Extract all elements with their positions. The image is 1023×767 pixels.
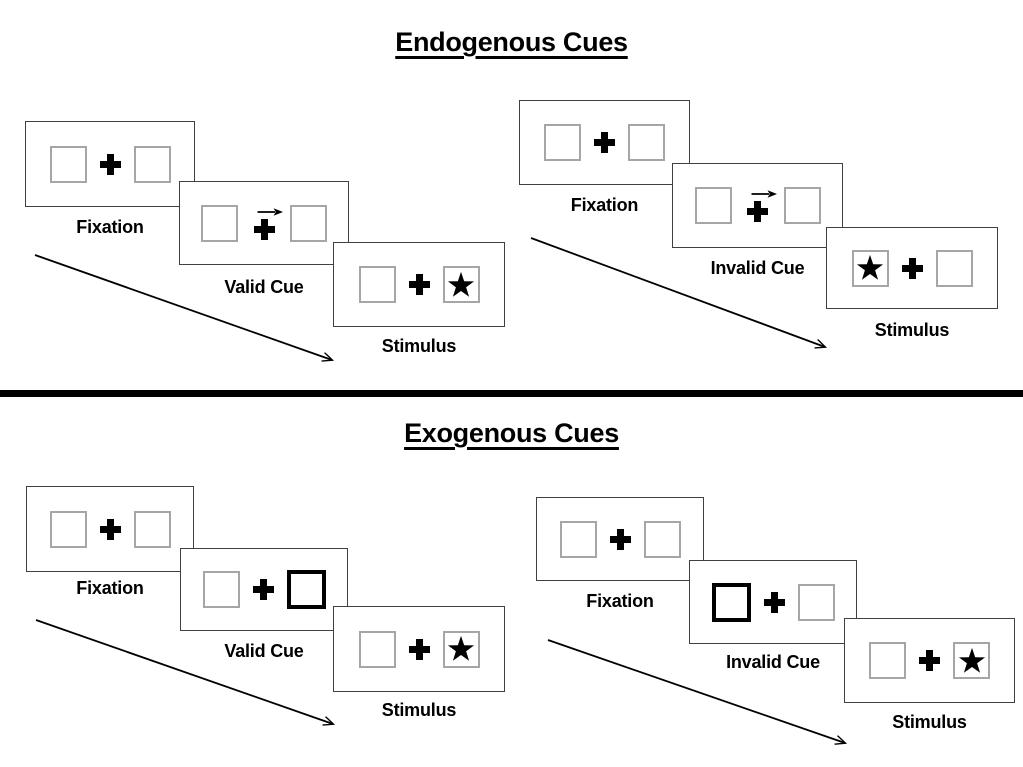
star-icon [447,635,475,661]
panel-label: Valid Cue [224,641,304,661]
right-placeholder-box [290,204,327,242]
left-placeholder-box [358,630,396,668]
left-placeholder-box [358,266,396,303]
fixation-cross-icon [609,528,631,550]
fixation-cross-icon [253,218,275,240]
left-placeholder-box [202,571,240,608]
stimulus-panel [826,227,998,309]
left-placeholder-box [869,642,906,679]
right-placeholder-box [133,510,171,548]
cue-panel [672,163,843,248]
panel-label: Fixation [76,578,144,598]
right-arrow-icon [751,190,777,198]
fixation-cross-icon [747,201,768,222]
panel-label: Invalid Cue [710,258,805,278]
cue-panel [180,548,348,631]
right-target-box [442,630,480,668]
section-title-exogenous: Exogenous Cues [404,418,619,448]
panel-label: Stimulus [892,712,967,732]
stimulus-panel [333,242,505,327]
fixation-panel [519,100,690,185]
star-icon [958,647,985,673]
right-placeholder-box [935,249,973,287]
fixation-cross-icon [919,650,940,671]
fixation-panel [25,121,195,207]
fixation-cross-icon [99,153,121,175]
sequence-arrow-endogenous-invalid [530,237,825,347]
star-icon [856,254,884,280]
fixation-panel [536,497,704,581]
right-placeholder-box [797,583,835,621]
stimulus-panel [844,618,1015,703]
fixation-cross-icon [408,638,430,660]
left-target-box [851,249,889,287]
left-placeholder-box [49,145,87,183]
fixation-cross-icon [901,257,923,279]
cue-panel [179,181,349,265]
right-arrow-icon [257,207,283,216]
cue-center [251,207,283,240]
fixation-cross-icon [252,579,274,600]
panel-label: Valid Cue [224,277,304,297]
fixation-cross-icon [594,132,615,153]
panel-label: Stimulus [381,336,457,356]
fixation-cross-icon [763,591,785,613]
left-placeholder-box [559,520,597,558]
left-placeholder-box [201,204,238,242]
fixation-cross-icon [99,518,121,540]
panel-label: Stimulus [874,320,950,340]
sequence-arrow-endogenous-valid [34,254,332,360]
left-placeholder-box [544,124,581,161]
fixation-panel [26,486,194,572]
panel-label: Fixation [76,217,144,237]
star-icon [447,271,475,297]
left-placeholder-box [49,510,87,548]
panel-label: Fixation [570,195,639,215]
left-placeholder-box [694,187,732,224]
section-divider [0,390,1023,397]
left-highlighted-cue-box [711,582,751,622]
right-placeholder-box [628,124,665,161]
sequence-arrow-exogenous-valid [35,619,333,724]
fixation-cross-icon [408,274,430,295]
stimulus-panel [333,606,505,692]
cue-panel [689,560,857,644]
cue-center [745,189,777,222]
panel-label: Fixation [586,591,654,611]
right-placeholder-box [643,520,681,558]
panel-label: Invalid Cue [726,652,820,672]
right-target-box [442,266,480,303]
right-placeholder-box [133,145,171,183]
right-highlighted-cue-box [286,570,326,609]
section-title-endogenous: Endogenous Cues [395,27,628,57]
right-placeholder-box [783,187,821,224]
panel-label: Stimulus [381,700,457,720]
right-target-box [953,642,990,679]
